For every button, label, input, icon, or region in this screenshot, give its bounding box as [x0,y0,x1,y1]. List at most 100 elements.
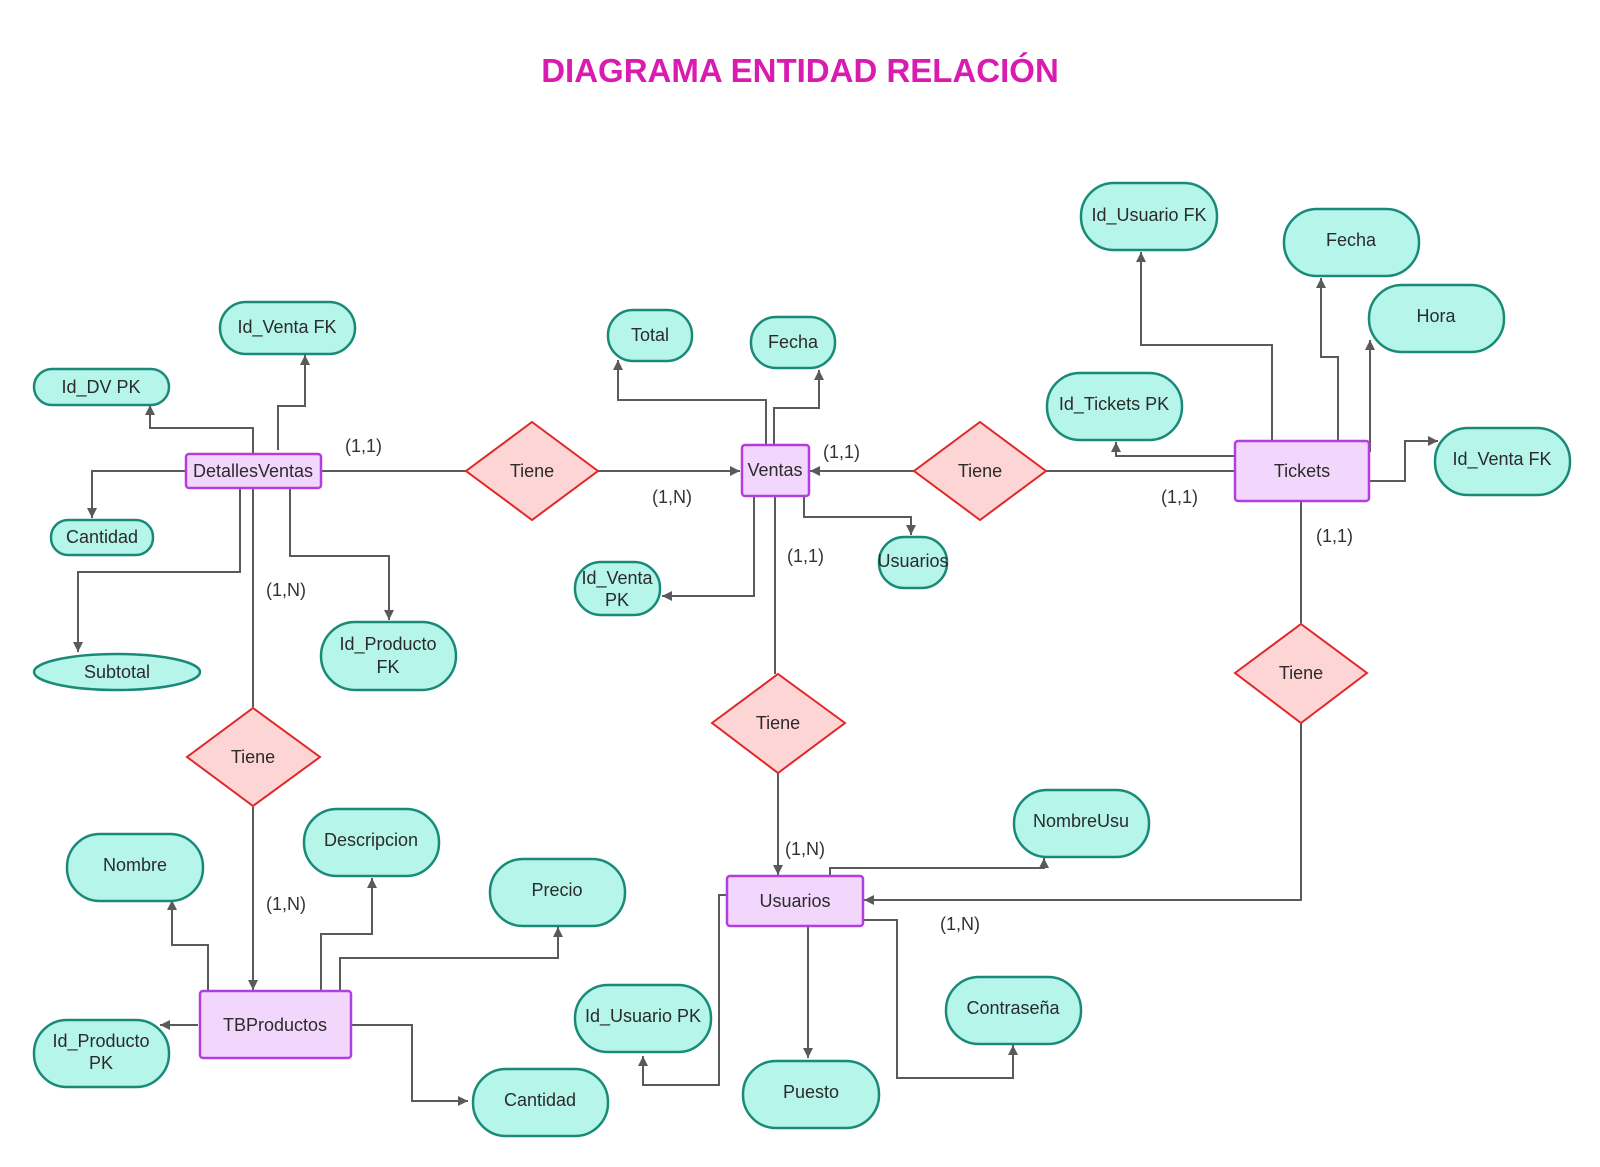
svg-text:NombreUsu: NombreUsu [1033,811,1129,831]
connector-ventas-idventa [662,496,755,601]
attribute-ventas-fecha: Fecha [749,315,837,370]
relation-label: Tiene [1279,663,1323,683]
attribute-usuarios-contrasena: Contraseña [944,975,1083,1046]
entity-label: Ventas [747,460,802,480]
entity-usuarios: Usuarios [725,874,865,928]
attribute-dv-subtotal: Subtotal [32,652,202,692]
connector-dv-cantidad [87,470,186,518]
relation-dv-ventas: Tiene [464,420,600,522]
relation-label: Tiene [231,747,275,767]
svg-text:Total: Total [631,325,669,345]
relation-tickets-usuarios: Tiene [1233,622,1369,725]
connector-usuarios-contrasena [864,919,1018,1079]
entity-label: DetallesVentas [193,461,313,481]
svg-text:Usuarios: Usuarios [877,551,948,571]
cardinality-label: (1,N) [266,894,306,914]
connector-tickets-idtickets [1111,442,1234,457]
relation-label: Tiene [510,461,554,481]
svg-text:Id_Usuario PK: Id_Usuario PK [585,1006,701,1027]
relation-label: Tiene [756,713,800,733]
connector-tickets-idventa [1368,436,1438,482]
svg-text:PK: PK [605,590,629,610]
svg-text:Fecha: Fecha [768,332,819,352]
entity-ventas: Ventas [740,443,811,498]
attribute-usuarios-nombreusu: NombreUsu [1012,788,1151,859]
attribute-tickets-hora: Hora [1367,283,1506,354]
cardinality-label: (1,N) [652,487,692,507]
relation-label: Tiene [958,461,1002,481]
entity-tickets: Tickets [1233,439,1371,503]
entity-label: TBProductos [223,1015,327,1035]
svg-text:Id_DV PK: Id_DV PK [61,377,140,398]
attribute-prod-descripcion: Descripcion [302,807,441,878]
svg-text:Puesto: Puesto [783,1082,839,1102]
svg-text:PK: PK [89,1053,113,1073]
connector-dv-idproducto [289,486,394,620]
connectors [73,252,1438,1106]
attribute-dv-id-producto-fk: Id_Producto FK [319,620,458,692]
svg-text:Hora: Hora [1416,306,1456,326]
connector-prod-nombre [167,900,209,990]
svg-text:Precio: Precio [531,880,582,900]
svg-text:Cantidad: Cantidad [504,1090,576,1110]
relation-ventas-usuarios: Tiene [710,672,847,775]
connector-usuarios-idusuario [638,894,733,1086]
svg-text:Contraseña: Contraseña [966,998,1060,1018]
svg-text:Nombre: Nombre [103,855,167,875]
svg-text:Fecha: Fecha [1326,230,1377,250]
attribute-ventas-id-venta-pk: Id_Venta PK [573,560,662,617]
connector-dv-idventa [277,355,310,450]
attribute-tickets-fecha: Fecha [1282,207,1421,278]
cardinalities: (1,1) (1,N) (1,1) (1,1) (1,N) (1,N) (1,1… [266,436,1353,934]
connector-prod-descripcion [320,878,377,990]
svg-text:Id_Usuario FK: Id_Usuario FK [1091,205,1206,226]
connector-ventas-fecha [773,370,824,445]
attribute-usuarios-id-usuario-pk: Id_Usuario PK [573,983,713,1054]
cardinality-label: (1,1) [345,436,382,456]
cardinality-label: (1,1) [823,442,860,462]
svg-text:Cantidad: Cantidad [66,527,138,547]
svg-text:Descripcion: Descripcion [324,830,418,850]
svg-text:Id_Producto: Id_Producto [52,1031,149,1052]
attribute-prod-precio: Precio [488,857,627,928]
entity-detalles-ventas: DetallesVentas [184,452,323,490]
connector-usuarios-nombreusu [829,858,1049,876]
relation-ventas-tickets: Tiene [912,420,1048,522]
attribute-usuarios-puesto: Puesto [741,1059,881,1130]
svg-text:Subtotal: Subtotal [84,662,150,682]
connector-tickets-idusuario [1136,252,1273,441]
attribute-tickets-id-venta-fk: Id_Venta FK [1433,426,1572,497]
attribute-tickets-id-usuario-fk: Id_Usuario FK [1079,181,1219,252]
connector-prod-precio [339,927,563,990]
cardinality-label: (1,N) [266,580,306,600]
svg-text:FK: FK [376,657,399,677]
cardinality-label: (1,1) [787,546,824,566]
svg-text:Id_Venta: Id_Venta [581,568,653,589]
attribute-ventas-total: Total [606,308,694,363]
entity-label: Tickets [1274,461,1330,481]
connector-ventas-total [613,360,767,445]
connector-prod-cantidad [352,1024,468,1106]
relation-dv-productos: Tiene [185,706,322,808]
entity-tbproductos: TBProductos [198,989,353,1060]
connector-tickets-fecha [1316,278,1339,441]
svg-text:Id_Producto: Id_Producto [339,634,436,655]
cardinality-label: (1,1) [1161,487,1198,507]
attribute-prod-cantidad: Cantidad [471,1067,610,1138]
svg-text:Id_Venta FK: Id_Venta FK [1452,449,1551,470]
attribute-dv-id-dv-pk: Id_DV PK [32,367,171,407]
cardinality-label: (1,N) [785,839,825,859]
connector-dv-iddv [145,405,254,460]
svg-text:Id_Venta FK: Id_Venta FK [237,317,336,338]
diagram-title: DIAGRAMA ENTIDAD RELACIÓN [541,52,1059,89]
entity-label: Usuarios [759,891,830,911]
connector-rel-usuarios-side [864,723,1302,905]
cardinality-label: (1,N) [940,914,980,934]
attribute-ventas-usuarios: Usuarios [877,535,949,590]
connector-ventas-usuarios [803,496,916,535]
attribute-tickets-id-tickets-pk: Id_Tickets PK [1045,371,1184,442]
attribute-dv-id-venta-fk: Id_Venta FK [218,300,357,356]
svg-text:Id_Tickets PK: Id_Tickets PK [1059,394,1169,415]
cardinality-label: (1,1) [1316,526,1353,546]
